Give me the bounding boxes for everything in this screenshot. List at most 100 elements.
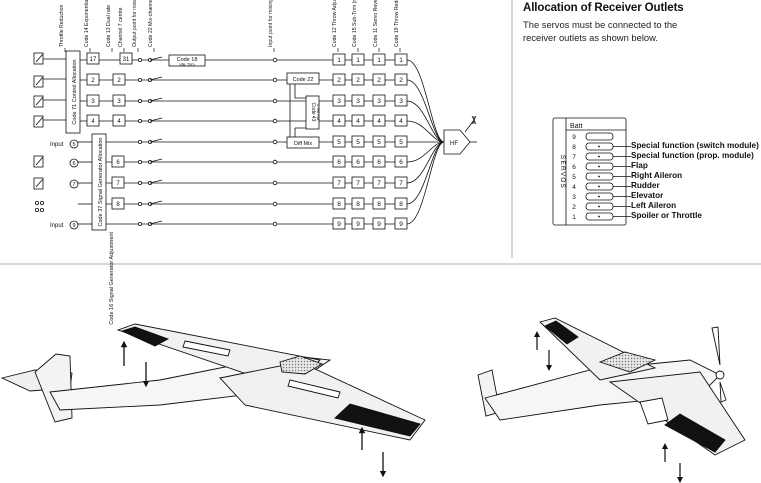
channel-6-label-1: 6 — [337, 159, 341, 166]
description-line-1: The servos must be connected to the — [523, 19, 678, 30]
channel-7-box-2 — [351, 176, 365, 189]
channel-2-box-1 — [332, 73, 346, 86]
control-stick-icons — [33, 52, 45, 212]
channel-2-label-1: 2 — [337, 77, 341, 84]
channel-1-label-4: 1 — [399, 57, 403, 64]
channel-7-box-1 — [332, 176, 346, 189]
channel-7-label-1: 7 — [337, 180, 341, 187]
outlet-function-3: Elevator — [631, 190, 664, 200]
plane-canopy — [598, 351, 657, 373]
top-label-2: Code 14 Exponential — [84, 0, 90, 47]
channel-3-label-1: 3 — [337, 98, 341, 105]
control-allocation-block — [65, 50, 81, 134]
processing-box-6 — [111, 155, 125, 168]
top-label-3: Code 13 Dual rate — [106, 5, 112, 47]
control-allocation-label: Code 71 Control Allocation — [72, 59, 78, 124]
channel-9-label-1: 9 — [337, 221, 341, 228]
channel-3-box-1 — [332, 94, 346, 107]
diff-mix-text: Diff Mix — [294, 141, 312, 147]
channel-8-box-2 — [351, 197, 365, 210]
top-label-4: Channel 7 centre — [118, 7, 124, 47]
channel-4-label-2: 4 — [356, 118, 360, 125]
input-number-6: 6 — [72, 161, 75, 167]
channel-3-box-2 — [351, 94, 365, 107]
code22-text: Code 22 — [293, 77, 314, 83]
code43-box — [305, 95, 320, 130]
batt-label: Batt — [570, 123, 583, 130]
input-number-9: 9 — [72, 223, 75, 229]
channel-5-label-3: 5 — [377, 139, 381, 146]
outlet-function-5: Right Aileron — [631, 170, 683, 180]
channel-2-label-3: 2 — [377, 77, 381, 84]
channel-1-label-2: 1 — [356, 57, 360, 64]
channel-5-label-1: 5 — [337, 139, 341, 146]
processing-box-label-8: 8 — [116, 202, 120, 208]
slot-number-4: 4 — [572, 184, 576, 191]
channel-5-box-4 — [394, 135, 408, 148]
channel-2-label-4: 2 — [399, 77, 403, 84]
signal-flow-diagram: Code 71 Control Allocation Code 37 Signa… — [33, 0, 477, 325]
channel-9-label-3: 9 — [377, 221, 381, 228]
processing-box-2 — [86, 73, 100, 86]
channel-1-box-1 — [332, 53, 346, 66]
code43-subtext: V-Tail mix — [316, 103, 321, 120]
channel-5-box-3 — [372, 135, 386, 148]
channel-3-label-4: 3 — [399, 98, 403, 105]
channel-4-label-3: 4 — [377, 118, 381, 125]
propeller-icon — [715, 370, 725, 380]
processing-box-label-3: 3 — [91, 99, 95, 105]
processing-box-4 — [86, 114, 100, 127]
plane-left-aileron — [544, 320, 579, 345]
channel-combiner — [406, 59, 445, 225]
top-label-8: Code 12 Throw Adjustment — [332, 0, 338, 47]
channel-6-box-4 — [394, 155, 408, 168]
code16-label: Code 16 Signal Generator Adjustment — [109, 232, 115, 325]
outlet-function-2: Left Aileron — [631, 200, 677, 210]
channel-9-box-4 — [394, 217, 408, 230]
channel-6-box-3 — [372, 155, 386, 168]
top-label-7: Input point for mixing — [268, 0, 274, 47]
channel-8-box-3 — [372, 197, 386, 210]
processing-box-7 — [111, 176, 125, 189]
channel-4-box-4 — [394, 114, 408, 127]
channel-2-box-3 — [372, 73, 386, 86]
channel-4-box-2 — [351, 114, 365, 127]
slot-number-1: 1 — [572, 214, 576, 221]
antenna-icon — [464, 119, 475, 133]
processing-box-8 — [111, 197, 125, 210]
slot-number-3: 3 — [572, 194, 576, 201]
channel-4-label-4: 4 — [399, 118, 403, 125]
processing-box-3 — [86, 94, 100, 107]
channel-1-label-1: 1 — [337, 57, 341, 64]
slot-number-6: 6 — [572, 164, 576, 171]
diff-mix-box — [286, 136, 320, 149]
channel-1-box-3 — [372, 53, 386, 66]
channel-7-box-4 — [394, 176, 408, 189]
channel-3-box-3 — [372, 94, 386, 107]
channel-4-box-1 — [332, 114, 346, 127]
channel-8-label-2: 8 — [356, 201, 360, 208]
processing-box-b-label-4: 4 — [117, 119, 121, 125]
description-line-2: receiver outlets as shown below. — [523, 32, 658, 43]
processing-box-label-6: 6 — [116, 160, 120, 166]
outlet-function-1: Spoiler or Throttle — [631, 210, 702, 220]
channel-5-box-2 — [351, 135, 365, 148]
code18-box — [168, 54, 206, 67]
processing-box-label-7: 7 — [116, 181, 120, 187]
channel-9-box-3 — [372, 217, 386, 230]
top-label-5: Output point for mixer — [132, 0, 138, 47]
top-label-10: Code 11 Servo Reversing — [373, 0, 379, 47]
channel-5-label-2: 5 — [356, 139, 360, 146]
glider-right-aileron — [334, 403, 421, 437]
section-title: Allocation of Receiver Outlets — [523, 2, 684, 14]
processing-box-b-label-3: 3 — [117, 99, 121, 105]
servo-socket-9 — [585, 132, 614, 141]
code18-text: Code 18 — [177, 57, 198, 63]
channel-6-label-2: 6 — [356, 159, 360, 166]
channel-7-label-3: 7 — [377, 180, 381, 187]
glider-illustration — [0, 323, 426, 478]
outlet-function-list: Special function (switch module)Special … — [631, 141, 759, 221]
channel-6-label-3: 6 — [377, 159, 381, 166]
outlet-function-6: Flap — [631, 160, 648, 170]
glider-left-aileron — [120, 326, 170, 347]
